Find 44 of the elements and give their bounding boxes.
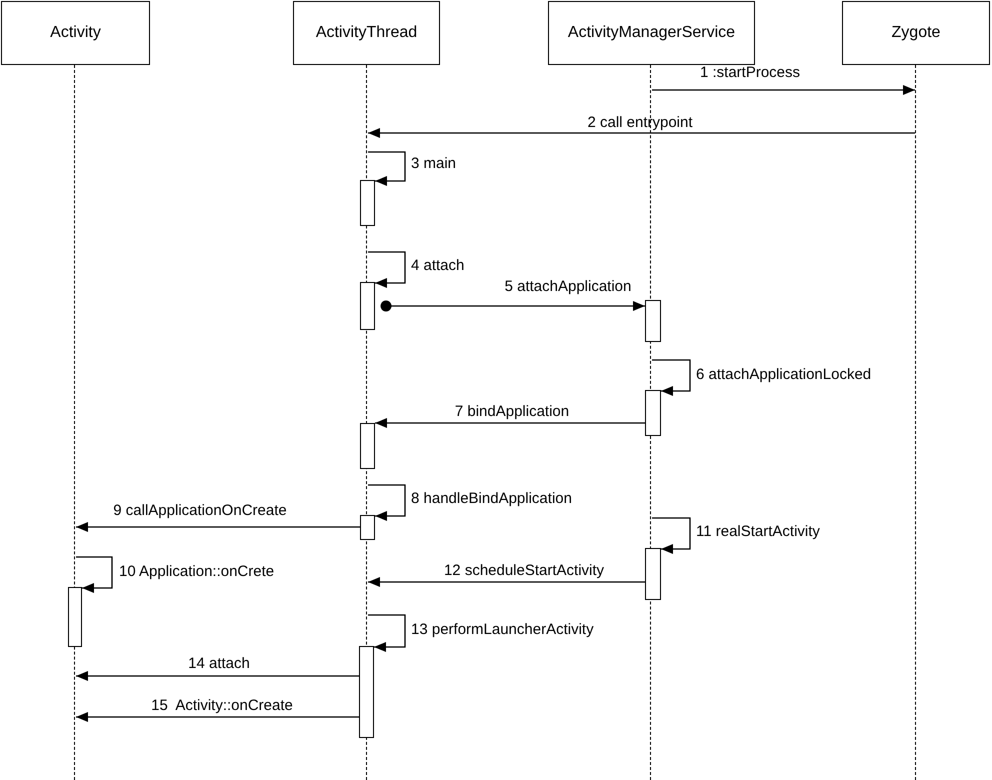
message-label: 7 bindApplication [454,403,570,421]
message-label: 8 handleBindApplication [411,490,572,508]
message-arrow [368,577,645,587]
activation-bar [645,390,661,436]
message-label: 12 scheduleStartActivity [444,562,604,580]
message-label: 11 realStartActivity [696,523,820,541]
message-arrow [368,251,406,288]
message-label: 14 attach [188,655,250,673]
message-arrow [368,614,406,652]
activation-bar [360,423,375,469]
activation-bar [360,180,375,226]
lifeline-header: Activity [1,1,150,65]
message-label: 9 callApplicationOnCreate [113,502,287,520]
message-label: 6 attachApplicationLocked [696,366,872,384]
message-arrow [76,712,359,722]
message-arrow [76,522,360,532]
message-arrow [76,556,113,593]
message-label: 3 main [411,155,456,173]
message-arrow [380,300,645,312]
message-arrow [368,128,915,138]
message-arrow [652,85,915,95]
message-label: 10 Application::onCrete [119,563,274,581]
message-label: 5 attachApplication [504,278,632,296]
message-arrow [368,484,406,521]
activation-bar [68,587,82,647]
message-label: 13 performLauncherActivity [411,621,594,639]
message-arrow [652,359,691,396]
lifeline-header: Zygote [842,1,990,65]
activation-bar [360,515,375,540]
message-label: 4 attach [411,257,464,275]
message-label: 1 :startProcess [700,64,800,82]
message-label: 2 call entrypoint [587,114,693,132]
activation-bar [360,282,375,330]
message-arrow [652,517,691,554]
lifeline-header: ActivityManagerService [548,1,755,65]
message-arrow [368,151,406,186]
message-arrow [375,418,645,428]
activation-bar [359,646,374,738]
activation-bar [645,548,661,600]
activation-bar [645,300,661,342]
message-label: 15 Activity::onCreate [151,697,293,715]
message-arrow [76,671,359,681]
lifeline [915,65,917,780]
lifeline-header: ActivityThread [293,1,440,65]
